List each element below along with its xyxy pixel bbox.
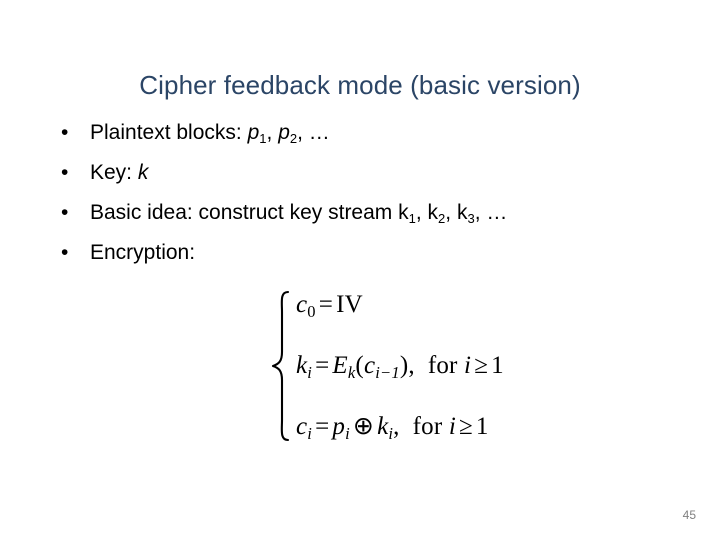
math-token: ≥ [474,352,489,379]
math-token: 1 [491,352,504,379]
left-curly-brace [268,290,294,442]
subscript: 3 [467,210,475,226]
bullet-marker-icon: • [61,201,69,224]
list-item-label: Basic idea: construct key stream k1, k2,… [90,201,508,226]
math-token: = [318,291,334,318]
list-item-label: Key: k [90,161,149,184]
list-item-label: Encryption: [90,241,196,264]
bullet-marker-icon: • [61,241,69,264]
math-token: ( [355,352,364,379]
math-token: k [296,352,308,379]
list-item: • Key: k [52,153,692,193]
subscript: 1 [408,210,416,226]
math-token: 1 [475,413,489,440]
page-title: Cipher feedback mode (basic version) [139,70,581,101]
math-token: E [332,352,348,379]
subscript: 2 [438,210,446,226]
math-token: , [393,413,400,440]
subscript: 2 [289,130,298,146]
math-token: i [345,423,350,443]
list-item: • Basic idea: construct key stream k1, k2… [52,193,692,233]
math-token: ≥ [458,413,473,440]
math-token: ), [399,352,415,379]
list-item: • Plaintext blocks: p1, p2, … [52,113,692,153]
math-token: p [332,413,346,440]
math-token: IV [336,291,363,318]
math-token: i [388,423,394,443]
math-token: c [296,413,308,440]
page-number: 45 [682,508,696,522]
list-item: • Encryption: [52,233,692,273]
list-item-label: Plaintext blocks: p1, p2, … [90,121,330,146]
equation-ki-ek: ki=Ek(ci−1),for i≥1 [296,351,504,381]
math-token: i [307,362,313,382]
math-token: i [307,423,313,443]
subscript: 1 [259,130,267,146]
equation-c0-iv: c0=IV [296,290,504,320]
math-token: c [363,352,376,379]
math-token: 0 [307,301,316,321]
bullet-list: • Plaintext blocks: p1, p2, … • Key: k • Basi… [52,113,692,273]
math-token: i−1 [375,362,400,382]
math-token: i [464,352,472,379]
math-token: c [296,291,308,318]
math-token: k [377,413,389,440]
math-token: i [448,413,456,440]
equation-ci-xor: ci=pi⊕ki,for i≥1 [296,412,504,442]
math-token: k [347,362,356,382]
bullet-marker-icon: • [61,161,69,184]
math-token: for [427,352,458,379]
math-token: for [412,413,443,440]
math-token: = [315,352,330,379]
bullet-marker-icon: • [61,121,69,144]
math-token: ⊕ [352,413,375,440]
math-token: = [315,413,330,440]
